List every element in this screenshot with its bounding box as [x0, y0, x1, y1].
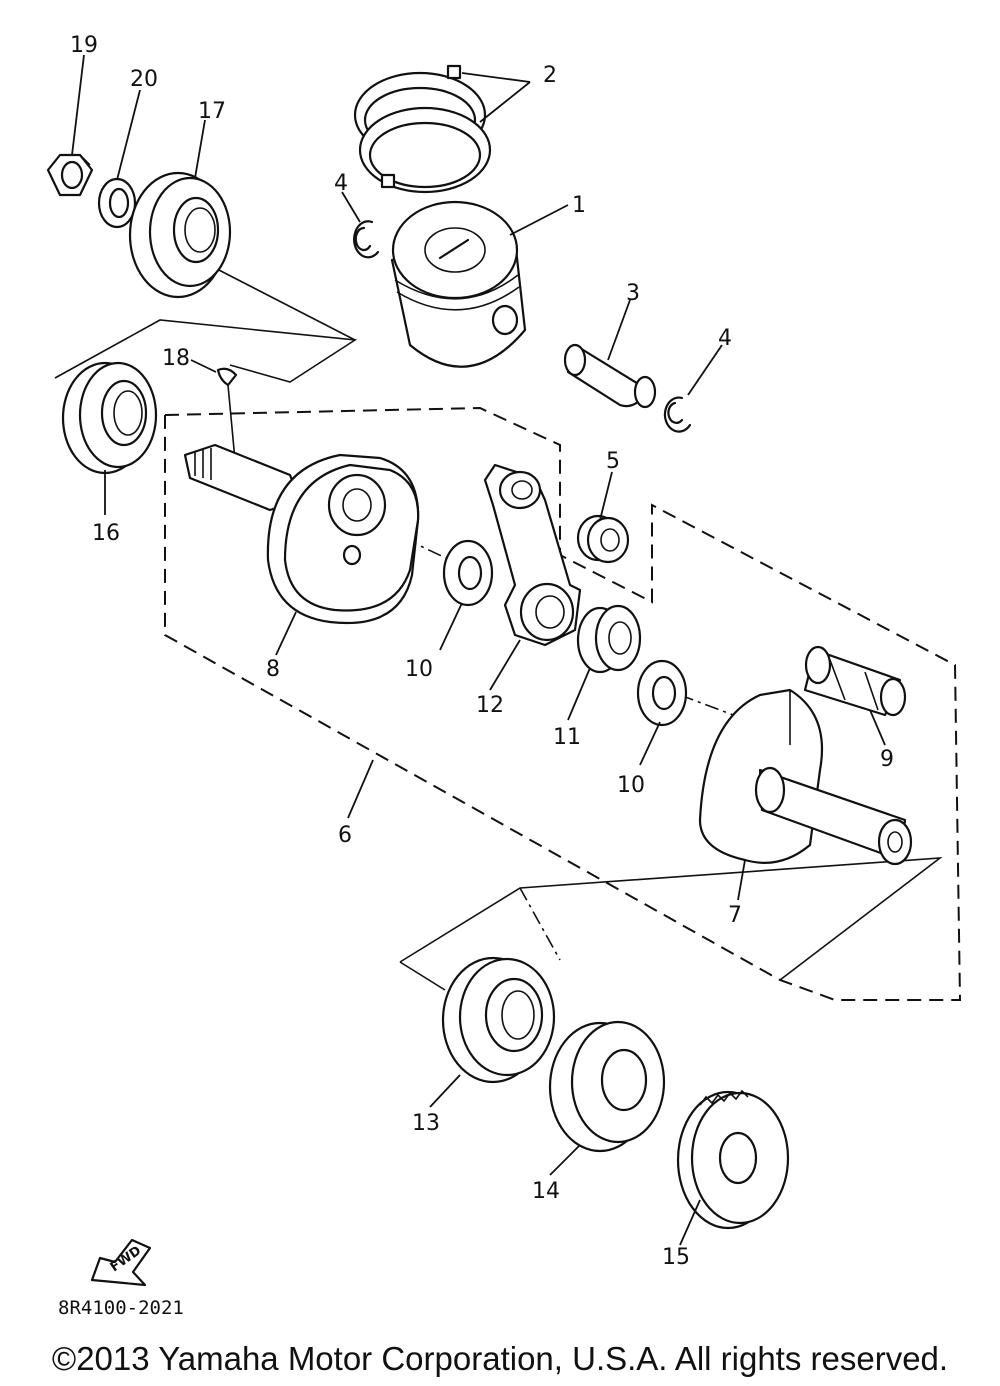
callout-4-lower: 4 — [718, 326, 732, 351]
piston-part-1 — [390, 200, 527, 368]
crankshaft-left-part-8 — [183, 443, 420, 625]
washer-part-10-b — [636, 659, 688, 727]
callout-19: 19 — [70, 33, 98, 58]
nut-part-19 — [46, 153, 94, 197]
woodruff-key-part-18 — [216, 367, 238, 461]
callout-16: 16 — [92, 521, 120, 546]
callout-1: 1 — [572, 193, 586, 218]
forward-arrow-icon: FWD — [90, 1238, 152, 1287]
connecting-rod-part-12 — [483, 463, 582, 647]
piston-rings-part-2 — [353, 64, 492, 194]
circlip-part-4-a — [353, 220, 380, 259]
crank-pin-part-9 — [803, 645, 907, 717]
callout-14: 14 — [532, 1179, 560, 1204]
leader-lines — [71, 54, 886, 1246]
callout-6: 6 — [338, 823, 352, 848]
washer-part-20 — [97, 177, 137, 229]
callout-labels: 19 20 17 2 4 1 3 4 18 16 5 8 10 12 11 10… — [70, 33, 894, 1270]
callout-10-left: 10 — [405, 657, 433, 682]
callout-5: 5 — [606, 449, 620, 474]
crankshaft-right-part-7 — [698, 688, 913, 866]
bearing-part-16 — [61, 361, 158, 475]
callout-18: 18 — [162, 346, 190, 371]
bearing-part-13 — [441, 956, 556, 1084]
callout-2: 2 — [543, 63, 557, 88]
callout-4-upper: 4 — [334, 171, 348, 196]
reference-code: 8R4100-2021 — [58, 1297, 184, 1319]
callout-17: 17 — [198, 99, 226, 124]
gear-part-15 — [676, 1089, 790, 1230]
crankshaft-assembly-boundary — [164, 406, 962, 1001]
callout-11: 11 — [553, 725, 581, 750]
callout-7: 7 — [728, 903, 742, 928]
alignment-lines — [54, 267, 943, 991]
oil-seal-part-14 — [548, 1020, 666, 1153]
circlip-part-4-b — [663, 396, 692, 433]
callout-9: 9 — [880, 747, 894, 772]
callout-10-right: 10 — [617, 773, 645, 798]
piston-pin-part-3 — [563, 343, 657, 409]
callout-3: 3 — [626, 281, 640, 306]
oil-seal-part-17 — [128, 171, 232, 299]
small-end-bearing-part-5 — [576, 514, 630, 564]
washer-part-10-a — [442, 539, 494, 607]
copyright-notice: ©2013 Yamaha Motor Corporation, U.S.A. A… — [51, 1340, 949, 1377]
callout-20: 20 — [130, 67, 158, 92]
callout-12: 12 — [476, 693, 504, 718]
callout-8: 8 — [266, 657, 280, 682]
callout-15: 15 — [662, 1245, 690, 1270]
callout-13: 13 — [412, 1111, 440, 1136]
big-end-bearing-part-11 — [576, 604, 642, 674]
